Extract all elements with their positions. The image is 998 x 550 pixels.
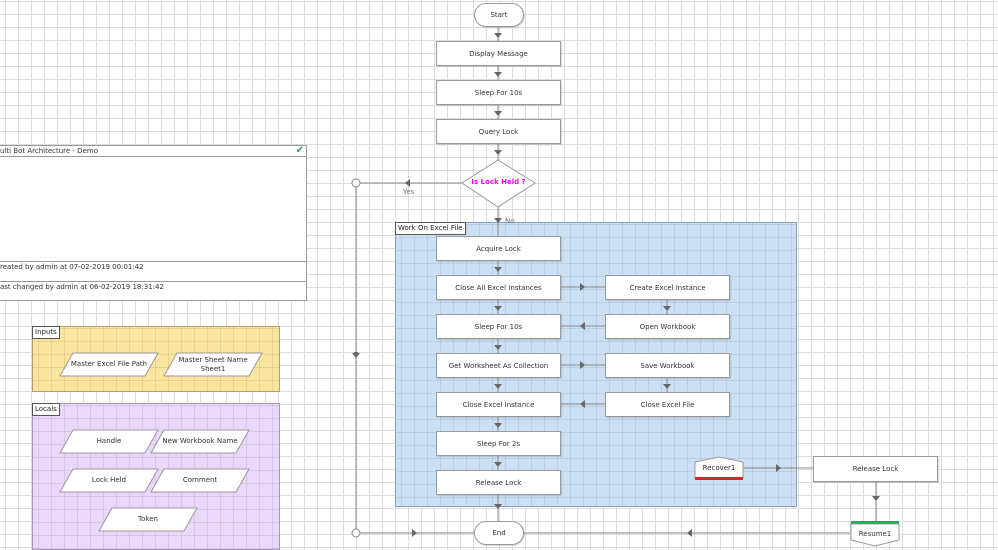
step-label: Release Lock — [475, 478, 522, 487]
arrow-down-icon — [494, 150, 502, 155]
step-label: Open Workbook — [639, 322, 696, 331]
step-label: Sleep For 10s — [474, 88, 523, 97]
step-label: Close All Excel Instances — [455, 283, 542, 292]
local-variable[interactable]: Comment — [150, 468, 250, 493]
excel-block-label: Work On Excel File — [395, 222, 466, 235]
no-label: No — [505, 217, 515, 225]
get-worksheet-step[interactable]: Get Worksheet As Collection — [436, 353, 561, 378]
bot-description[interactable] — [0, 157, 306, 262]
step-label: Release Lock — [852, 465, 899, 473]
input-variable[interactable]: Master Sheet Name Sheet1 — [163, 352, 263, 377]
parallelogram-shape — [98, 507, 198, 532]
sleep-10s-block-step[interactable]: Sleep For 10s — [436, 314, 561, 339]
arrow-down-icon — [494, 72, 502, 77]
recover-shape — [694, 456, 744, 480]
open-workbook-step[interactable]: Open Workbook — [605, 314, 730, 339]
local-variable[interactable]: Handle — [59, 429, 159, 454]
step-label: Acquire Lock — [476, 244, 521, 253]
input-variable-name: Master Excel File Path — [70, 360, 148, 368]
step-label: Display Message — [469, 49, 528, 58]
parallelogram-shape — [150, 429, 250, 454]
local-variable-name: New Workbook Name — [162, 437, 238, 445]
arrow-left-icon — [405, 179, 410, 187]
local-variable[interactable]: Token — [98, 507, 198, 532]
release-lock-step[interactable]: Release Lock — [436, 470, 561, 495]
step-label: Sleep For 2s — [477, 439, 520, 448]
start-label: Start — [490, 11, 508, 19]
step-label: Save Workbook — [640, 361, 695, 370]
bot-title-row: ulti Bot Architecture - Demo ✔ — [0, 146, 306, 157]
local-variable-name: Comment — [182, 476, 218, 484]
step-label: Create Excel Instance — [629, 283, 706, 292]
changed-info: ast changed by admin at 06-02-2019 18:31… — [0, 283, 164, 291]
sleep-10s-step[interactable]: Sleep For 10s — [436, 80, 561, 105]
step-label: Sleep For 10s — [474, 322, 523, 331]
junction-node[interactable] — [351, 528, 361, 538]
input-variable-value: Sheet1 — [200, 364, 226, 373]
input-variable-name: Master Sheet Name — [178, 355, 248, 364]
arrow-down-icon — [494, 111, 502, 116]
yes-label: Yes — [403, 188, 415, 196]
resume-label: Resume1 — [858, 530, 892, 538]
close-excel-instance-step[interactable]: Close Excel Instance — [436, 392, 561, 417]
query-lock-step[interactable]: Query Lock — [436, 119, 561, 144]
step-label: Query Lock — [478, 127, 519, 136]
arrow-down-icon — [494, 33, 502, 38]
close-excel-file-step[interactable]: Close Excel File — [605, 392, 730, 417]
local-variable-name: Handle — [96, 437, 122, 445]
local-variable[interactable]: Lock Held — [59, 468, 159, 493]
display-message-step[interactable]: Display Message — [436, 41, 561, 66]
inputs-label: Inputs — [32, 326, 60, 339]
decision-node[interactable]: Is Lock Held ? — [461, 159, 536, 208]
diamond-shape — [461, 159, 536, 208]
end-label: End — [492, 529, 506, 537]
local-variable-name: Token — [138, 515, 158, 523]
create-excel-instance-step[interactable]: Create Excel Instance — [605, 275, 730, 300]
acquire-lock-step[interactable]: Acquire Lock — [436, 236, 561, 261]
check-icon: ✔ — [295, 145, 304, 156]
bot-info-panel: ulti Bot Architecture - Demo ✔ reated by… — [0, 145, 307, 301]
close-all-excel-step[interactable]: Close All Excel Instances — [436, 275, 561, 300]
save-workbook-step[interactable]: Save Workbook — [605, 353, 730, 378]
recover-node[interactable]: Recover1 — [694, 456, 744, 481]
bot-title: ulti Bot Architecture - Demo — [0, 147, 98, 155]
parallelogram-shape — [59, 429, 159, 454]
arrow-down-icon — [872, 496, 880, 501]
parallelogram-shape — [150, 468, 250, 493]
junction-node[interactable] — [351, 178, 361, 188]
end-node[interactable]: End — [474, 521, 524, 545]
parallelogram-shape — [59, 352, 159, 377]
start-node[interactable]: Start — [474, 3, 524, 27]
arrow-down-icon — [354, 352, 358, 357]
step-label: Get Worksheet As Collection — [448, 361, 549, 370]
step-label: Close Excel File — [640, 400, 695, 409]
input-variable[interactable]: Master Excel File Path — [59, 352, 159, 377]
arrow-down-icon — [352, 353, 360, 358]
local-variable-name: Lock Held — [91, 476, 127, 484]
parallelogram-shape — [59, 468, 159, 493]
release-lock-recovery-step[interactable]: Release Lock — [813, 456, 938, 482]
locals-label: Locals — [32, 403, 60, 416]
sleep-2s-step[interactable]: Sleep For 2s — [436, 431, 561, 456]
resume-node[interactable]: Resume1 — [850, 521, 900, 547]
local-variable[interactable]: New Workbook Name — [150, 429, 250, 454]
parallelogram-shape — [163, 352, 263, 377]
step-label: Close Excel Instance — [462, 400, 535, 409]
created-info: reated by admin at 07-02-2019 00:01:42 — [0, 262, 306, 282]
recover-label: Recover1 — [702, 464, 736, 472]
resume-shape — [850, 521, 900, 547]
decision-label: Is Lock Held ? — [471, 178, 526, 186]
arrow-right-icon — [412, 529, 417, 537]
arrow-left-icon — [687, 529, 692, 537]
